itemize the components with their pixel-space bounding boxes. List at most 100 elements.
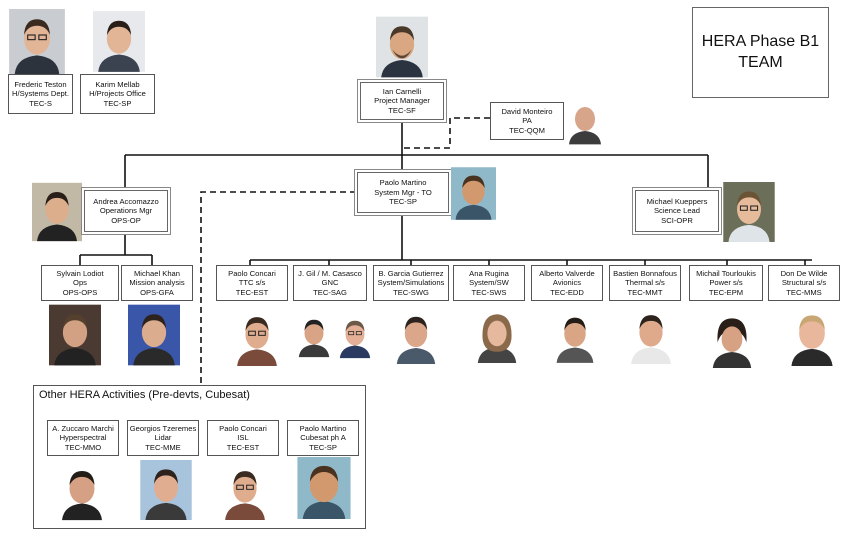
photo-paolo-martino [451,167,496,220]
member-name: Karim Mellab [95,79,140,89]
box-sylvain-lodiot: Sylvain Lodiot Ops OPS-OPS [41,265,119,301]
member-role: TTC s/s [238,278,266,288]
member-name: Ian Carnelli [382,86,422,96]
member-name: A. Zuccaro Marchi [52,423,114,433]
member-name: B. Garcia Gutierrez [378,268,444,278]
photo-paolo-martino-cubesat [296,457,352,519]
photo-alberto-valverde [552,308,598,364]
member-name: Sylvain Lodiot [56,268,104,278]
box-ana-rugina: Ana Rugina System/SW TEC-SWS [453,265,525,301]
other-activities-title: Other HERA Activities (Pre-devts, Cubesa… [39,389,250,401]
member-name: Michael Khan [133,268,180,278]
box-alberto-valverde: Alberto Valverde Avionics TEC-EDD [531,265,603,301]
member-code: TEC-SP [309,442,337,452]
photo-paolo-concari [232,308,282,366]
member-name: Michael Kueppers [646,196,708,206]
member-name: J. Gil / M. Casasco [298,268,362,278]
member-name: Paolo Concari [228,268,276,278]
title-line-1: HERA Phase B1 [701,32,820,50]
member-code: TEC-S [29,98,52,108]
member-role: Project Manager [374,96,430,106]
member-name: Bastien Bonnafous [613,268,677,278]
title-line-2: TEAM [738,53,783,71]
member-role: GNC [321,278,339,288]
member-name: Michail Tourloukis [696,268,756,278]
box-michael-khan: Michael Khan Mission analysis OPS-GFA [121,265,193,301]
member-role: Structural s/s [781,278,827,288]
member-code: TEC-SWG [393,287,429,297]
photo-ana-rugina [473,306,521,364]
photo-paolo-concari-isl [220,462,270,520]
member-code: TEC-SWS [471,287,507,297]
member-role: PA [522,116,532,126]
member-code: TEC-MME [145,442,181,452]
box-michail-tourloukis: Michail Tourloukis Power s/s TEC-EPM [689,265,763,301]
box-georgios-tzeremes: Georgios Tzeremes Lidar TEC-MME [127,420,199,456]
box-gil-casasco: J. Gil / M. Casasco GNC TEC-SAG [293,265,367,301]
member-code: OPS-OPS [62,287,98,297]
box-karim-mellab: Karim Mellab H/Projects Office TEC-SP [80,74,155,114]
member-role: Power s/s [709,278,743,288]
member-name: Alberto Valverde [539,268,595,278]
member-code: OPS-GFA [140,287,174,297]
member-code: OPS-OP [111,215,141,225]
box-zuccaro-marchi: A. Zuccaro Marchi Hyperspectral TEC-MMO [47,420,119,456]
member-name: Paolo Concari [219,423,267,433]
photo-frederic-teston [9,9,65,74]
member-name: Paolo Martino [379,178,427,188]
member-code: TEC-SF [388,105,416,115]
photo-andrea-accomazzo [32,182,82,242]
photo-michael-khan [128,304,180,366]
member-name: Frederic Teston [14,79,67,89]
member-code: TEC-EDD [550,287,584,297]
member-name: Ana Rugina [469,268,509,278]
member-code: SCI-OPR [661,215,693,225]
member-role: Operations Mgr [99,206,153,216]
member-name: Paolo Martino [299,423,347,433]
member-code: TEC-MMT [627,287,663,297]
member-name: David Monteiro [501,106,553,116]
photo-bastien-bonnafous [626,306,676,364]
box-paolo-concari: Paolo Concari TTC s/s TEC-EST [216,265,288,301]
member-code: TEC-QQM [509,125,545,135]
photo-ian-carnelli [376,16,428,78]
photo-georgios-tzeremes [140,460,192,520]
member-name: Don De Wilde [780,268,828,278]
box-david-monteiro: David Monteiro PA TEC-QQM [490,102,564,140]
member-role: H/Systems Dept. [12,89,69,99]
member-code: TEC-EST [226,442,260,452]
member-code: TEC-EPM [708,287,744,297]
box-project-manager: Ian Carnelli Project Manager TEC-SF [360,82,444,120]
member-name: Georgios Tzeremes [129,423,197,433]
box-michael-kueppers: Michael Kueppers Science Lead SCI-OPR [635,190,719,232]
photo-karim-mellab [93,9,145,74]
photo-garcia-gutierrez [392,308,440,364]
member-code: TEC-MMS [786,287,822,297]
member-code: TEC-EST [235,287,269,297]
member-role: System/SW [469,278,509,288]
box-don-de-wilde: Don De Wilde Structural s/s TEC-MMS [768,265,840,301]
photo-michail-tourloukis [706,312,758,368]
photo-zuccaro-marchi [57,460,107,522]
box-andrea-accomazzo: Andrea Accomazzo Operations Mgr OPS-OP [84,190,168,232]
member-code: TEC-SAG [313,287,347,297]
member-role: ISL [237,433,249,443]
box-paolo-concari-isl: Paolo Concari ISL TEC-EST [207,420,279,456]
member-code: TEC-MMO [64,442,102,452]
photo-david-monteiro [565,95,605,147]
chart-title: HERA Phase B1 TEAM [692,7,829,98]
photo-sylvain-lodiot [49,304,101,366]
member-role: Avionics [552,278,582,288]
member-code: TEC-SP [389,197,417,207]
photo-don-de-wilde [786,306,838,366]
photo-m-casasco [336,306,374,366]
member-role: Hyperspectral [59,433,107,443]
other-activities-group: Other HERA Activities (Pre-devts, Cubesa… [33,385,366,529]
member-name: Andrea Accomazzo [93,196,159,206]
member-role: Lidar [154,433,172,443]
member-role: Thermal s/s [625,278,665,288]
box-garcia-gutierrez: B. Garcia Gutierrez System/Simulations T… [373,265,449,301]
member-role: System/Simulations [377,278,445,288]
photo-michael-kueppers [723,182,775,242]
member-code: TEC-SP [103,98,132,108]
